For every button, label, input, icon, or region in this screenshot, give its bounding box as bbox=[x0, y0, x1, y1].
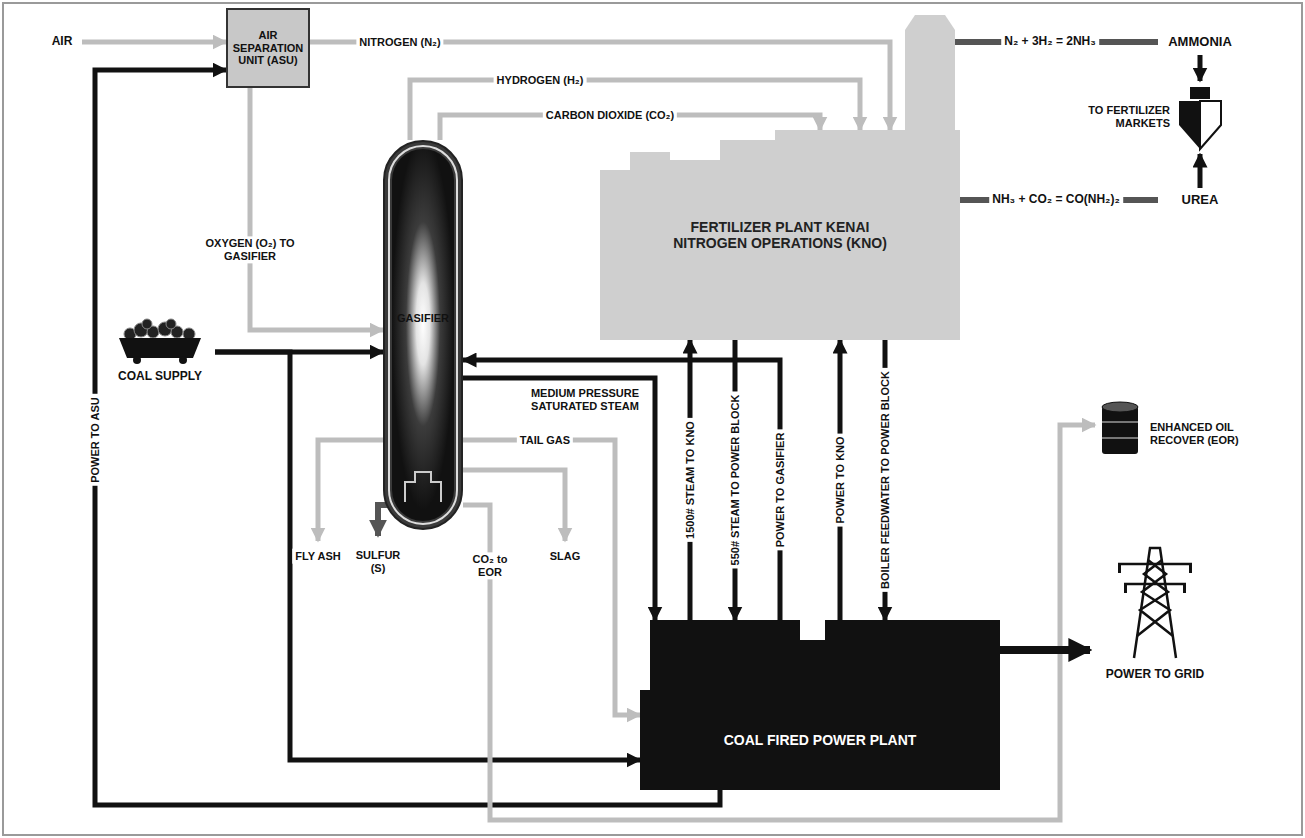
oil-barrel-shape bbox=[1098, 400, 1143, 458]
flow-label: HYDROGEN (H₂) bbox=[494, 73, 587, 88]
flow-line bbox=[463, 360, 780, 620]
flow-line bbox=[1000, 646, 1090, 654]
transmission-tower-shape bbox=[1090, 540, 1220, 660]
ship-icon: TO FERTILIZER MARKETS bbox=[1070, 82, 1230, 152]
flow-label: CO₂ to EOR bbox=[462, 552, 518, 579]
coal-supply: COAL SUPPLY bbox=[105, 318, 215, 400]
urea-arrow bbox=[1198, 154, 1203, 188]
frame bbox=[3, 3, 1302, 835]
flow-label: 1500# STEAM TO KNO bbox=[683, 418, 698, 542]
power-plant-shape bbox=[640, 620, 1000, 790]
ammonia-arrow bbox=[1198, 55, 1203, 81]
flow-label: CARBON DIOXIDE (CO₂) bbox=[543, 108, 677, 123]
product-label: UREA bbox=[1179, 192, 1222, 209]
flow-line bbox=[250, 88, 383, 330]
ship-icon-shape bbox=[1175, 82, 1225, 152]
fertilizer-chimney bbox=[905, 15, 955, 131]
output-label: SULFUR (S) bbox=[349, 548, 407, 575]
flow-label: TAIL GAS bbox=[517, 433, 573, 448]
fly-ash-line bbox=[318, 440, 383, 541]
gasifier: GASIFIER bbox=[383, 140, 463, 530]
power-plant: COAL FIRED POWER PLANT bbox=[640, 620, 1000, 790]
flow-label: MEDIUM PRESSURE SATURATED STEAM bbox=[522, 386, 648, 413]
node-text: POWER TO GRID bbox=[1090, 668, 1220, 682]
transmission-tower: POWER TO GRID bbox=[1090, 540, 1220, 700]
input-label: AIR bbox=[49, 34, 76, 50]
node-text: GASIFIER bbox=[383, 312, 463, 325]
flow-label: POWER TO KNO bbox=[833, 433, 848, 526]
node-text: TO FERTILIZER MARKETS bbox=[1070, 104, 1170, 129]
node-text: ENHANCED OIL RECOVER (EOR) bbox=[1150, 421, 1272, 446]
flow-label: NITROGEN (N₂) bbox=[356, 35, 443, 50]
output-label: SLAG bbox=[547, 549, 584, 564]
equation-label: NH₃ + CO₂ = CO(NH₂)₂ bbox=[989, 192, 1123, 208]
flow-label: BOILER FEEDWATER TO POWER BLOCK bbox=[878, 368, 893, 592]
flow-label: POWER TO ASU bbox=[88, 394, 103, 486]
flow-label: OXYGEN (O₂) TO GASIFIER bbox=[201, 236, 299, 263]
air-inlet-line bbox=[82, 40, 226, 45]
fertilizer-plant: FERTILIZER PLANT KENAI NITROGEN OPERATIO… bbox=[600, 130, 960, 340]
node-text: AIR SEPARATION UNIT (ASU) bbox=[230, 29, 306, 67]
output-label: FLY ASH bbox=[292, 549, 343, 564]
flow-label: 550# STEAM TO POWER BLOCK bbox=[728, 392, 743, 569]
product-label: AMMONIA bbox=[1165, 34, 1235, 51]
node-text: COAL SUPPLY bbox=[105, 370, 215, 384]
process-box: AIR SEPARATION UNIT (ASU) bbox=[226, 8, 310, 88]
flow-line bbox=[463, 425, 1095, 820]
equation-label: N₂ + 3H₂ = 2NH₃ bbox=[1001, 34, 1099, 50]
oil-barrel: ENHANCED OIL RECOVER (EOR) bbox=[1095, 395, 1275, 470]
coal-supply-shape bbox=[105, 318, 215, 366]
flow-label: POWER TO GASIFIER bbox=[773, 430, 788, 551]
node-text: COAL FIRED POWER PLANT bbox=[660, 732, 980, 748]
node-text: FERTILIZER PLANT KENAI NITROGEN OPERATIO… bbox=[660, 219, 900, 251]
gasifier-shape bbox=[383, 140, 463, 530]
